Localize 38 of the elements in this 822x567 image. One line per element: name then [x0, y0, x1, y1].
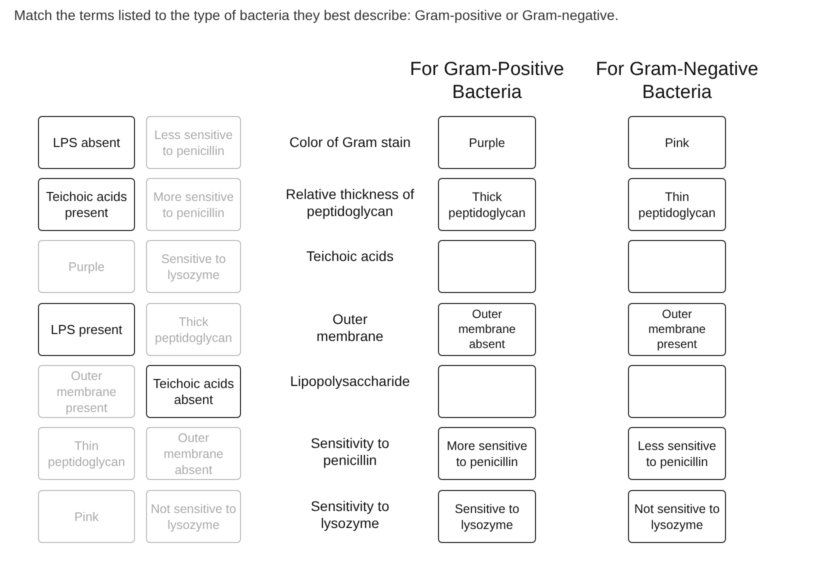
- answer-tile: Outer membrane present: [38, 365, 135, 418]
- answer-tile: Sensitive to lysozyme: [146, 240, 241, 293]
- empty-drop-target: [628, 240, 726, 293]
- answer-tile: Purple: [38, 240, 135, 293]
- drop-target: Purple: [438, 116, 536, 169]
- row-label: Outer membrane: [316, 311, 384, 345]
- row-label: Sensitivity to lysozyme: [310, 498, 390, 532]
- answer-tile: Pink: [38, 490, 135, 543]
- answer-tile: Thick peptidoglycan: [146, 303, 241, 356]
- answer-tile: Less sensitive to penicillin: [146, 116, 241, 169]
- drop-target: Less sensitive to penicillin: [628, 427, 726, 480]
- answer-tile: More sensitive to penicillin: [146, 178, 241, 231]
- answer-tile: Thin peptidoglycan: [38, 427, 135, 480]
- drop-target: Pink: [628, 116, 726, 169]
- drop-target: Outer membrane absent: [438, 303, 536, 356]
- row-label: Color of Gram stain: [288, 134, 412, 151]
- row-label: Lipopolysaccharide: [289, 373, 411, 390]
- drop-target: More sensitive to penicillin: [438, 427, 536, 480]
- answer-tile: Not sensitive to lysozyme: [146, 490, 241, 543]
- answer-tile: Teichoic acids present: [38, 178, 135, 231]
- instruction-text: Match the terms listed to the type of bacteria they best describe: Gram-positive or Gram-negative.: [14, 7, 619, 23]
- answer-tile: LPS absent: [38, 116, 135, 169]
- answer-tile: Outer membrane absent: [146, 427, 241, 480]
- row-label: Relative thickness of peptidoglycan: [285, 186, 415, 220]
- answer-tile: LPS present: [38, 303, 135, 356]
- empty-drop-target: [438, 365, 536, 418]
- column-header: For Gram-Negative Bacteria: [594, 58, 760, 104]
- empty-drop-target: [438, 240, 536, 293]
- drop-target: Thick peptidoglycan: [438, 178, 536, 231]
- drop-target: Thin peptidoglycan: [628, 178, 726, 231]
- row-label: Sensitivity to penicillin: [310, 435, 390, 469]
- empty-drop-target: [628, 365, 726, 418]
- drop-target: Outer membrane present: [628, 303, 726, 356]
- drop-target: Sensitive to lysozyme: [438, 490, 536, 543]
- row-label: Teichoic acids: [305, 248, 395, 265]
- column-header: For Gram-Positive Bacteria: [408, 58, 566, 104]
- answer-tile: Teichoic acids absent: [146, 365, 241, 418]
- drop-target: Not sensitive to lysozyme: [628, 490, 726, 543]
